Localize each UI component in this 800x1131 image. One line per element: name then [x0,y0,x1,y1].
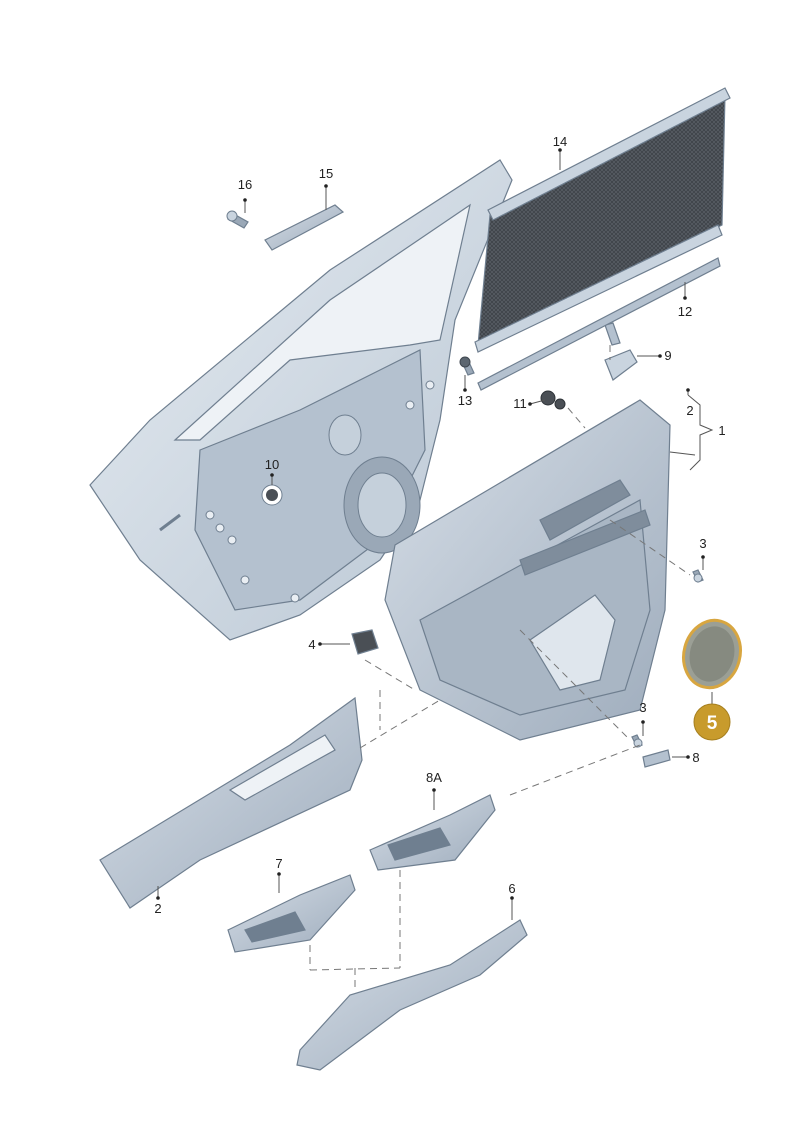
label-2-upper: 2 [686,403,693,418]
label-1: 1 [718,423,725,438]
label-3-lower: 3 [639,700,646,715]
part-5-speaker-grille [682,618,742,690]
part-2-handle-trim [99,696,363,909]
label-2-lower: 2 [154,901,161,916]
part-10-clip [261,484,283,506]
part-12-guide-rail [477,257,721,391]
label-9: 9 [664,348,671,363]
part-3-screw-lower [631,734,643,748]
label-4: 4 [308,637,315,652]
label-8a: 8A [426,770,442,785]
part-4-retainer [351,629,379,655]
part-9-bracket [604,349,638,381]
part-7-clip [642,749,671,768]
part-labels: 16 15 14 12 9 13 11 2 1 10 3 4 3 8 8A 7 … [154,134,725,916]
part-15-grab-handle [264,204,345,251]
part-5-badge[interactable]: 5 [693,703,731,741]
label-14: 14 [553,134,567,149]
label-6: 6 [508,881,515,896]
label-5: 5 [707,713,718,734]
part-8a-handle-insert [369,794,496,871]
leader-lines [156,148,714,920]
part-16-screw [226,210,249,229]
label-15: 15 [319,166,333,181]
label-7: 8 [692,750,699,765]
part-11-clip [540,390,566,410]
label-10: 10 [265,457,279,472]
label-11: 11 [513,396,527,411]
assembly-dash-lines [309,345,691,990]
label-8: 7 [275,856,282,871]
part-8-handle-insert [227,874,356,953]
part-3-screw-upper [692,569,704,583]
part-14-sunblind [474,87,731,353]
part-1-door-trim-panel [384,399,671,741]
label-16: 16 [238,177,252,192]
door-shell [89,159,513,641]
label-13: 13 [458,393,472,408]
part-13-screw [459,356,475,376]
label-12: 12 [678,304,692,319]
label-3-upper: 3 [699,536,706,551]
part-6-armrest-trim [296,919,528,1071]
